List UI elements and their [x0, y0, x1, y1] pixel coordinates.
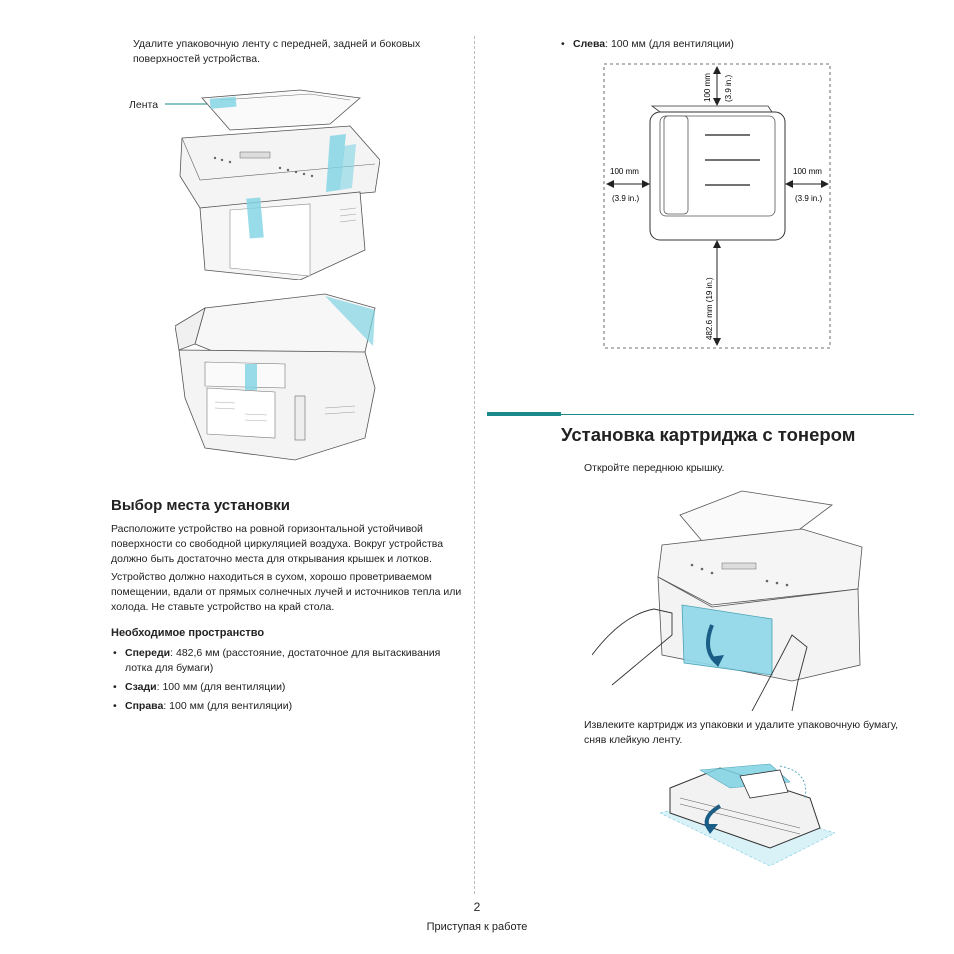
right-clearance-in: (3.9 in.) [795, 194, 822, 203]
right-clearance-mm: 100 mm [793, 167, 822, 176]
intro-text: Удалите упаковочную ленту с передней, за… [133, 38, 421, 65]
step-unpack-cartridge: Извлеките картридж из упаковки и удалите… [584, 719, 899, 746]
step-open-cover: Откройте переднюю крышку. [584, 462, 725, 474]
front-clearance: 482.6 mm (19 in.) [705, 277, 714, 340]
location-heading: Выбор места установки [111, 497, 291, 514]
list-item: Сзади: 100 мм (для вентиляции) [111, 680, 466, 695]
left-clearance-in: (3.9 in.) [612, 194, 639, 203]
tape-label: Лента [129, 99, 159, 111]
footer-section-title: Приступая к работе [426, 921, 528, 933]
space-heading: Необходимое пространство [111, 627, 265, 639]
top-clearance-mm: 100 mm [703, 73, 712, 102]
list-item: Справа: 100 мм (для вентиляции) [111, 699, 466, 714]
heading-rule [561, 414, 914, 415]
left-clearance-bullet: Слева: 100 мм (для вентиляции) [559, 37, 889, 56]
location-paragraph-2: Устройство должно находиться в сухом, хо… [111, 571, 462, 613]
column-divider [474, 36, 475, 894]
open-cover-illustration [592, 490, 863, 711]
page-number: 2 [473, 900, 481, 914]
top-clearance-in: (3.9 in.) [724, 75, 733, 102]
space-bullet-list: Спереди: 482,6 мм (расстояние, достаточн… [111, 646, 466, 718]
cartridge-illustration [660, 763, 835, 867]
cartridge-heading: Установка картриджа с тонером [561, 424, 856, 445]
printer-front-illustration [165, 89, 380, 280]
clearance-diagram: 100 mm (3.9 in.) 100 mm (3.9 in.) 100 mm… [603, 63, 831, 349]
heading-accent-bar [487, 412, 561, 416]
location-paragraph-1: Расположите устройство на ровной горизон… [111, 523, 444, 565]
left-clearance-mm: 100 mm [610, 167, 639, 176]
printer-rear-illustration [175, 293, 376, 461]
list-item: Слева: 100 мм (для вентиляции) [559, 37, 889, 52]
list-item: Спереди: 482,6 мм (расстояние, достаточн… [111, 646, 466, 676]
